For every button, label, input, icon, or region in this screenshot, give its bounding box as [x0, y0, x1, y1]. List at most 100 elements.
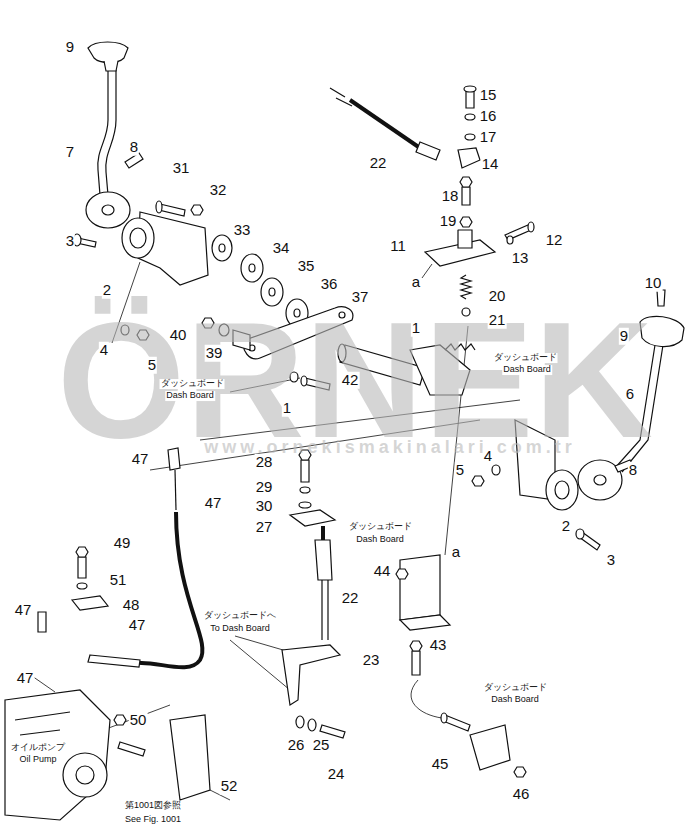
bracket: [282, 645, 340, 705]
callout-number: 21: [488, 312, 507, 329]
callout-number: 22: [341, 590, 360, 607]
bolt-head: [576, 529, 584, 539]
note: To Dash Board: [209, 624, 271, 634]
callout-number: 42: [341, 372, 360, 389]
pump-shaft: [76, 766, 94, 784]
lever-hub-hole: [594, 475, 606, 485]
bolt: [301, 460, 309, 482]
spring: [461, 275, 471, 299]
nut: [514, 767, 526, 777]
bracket: [72, 596, 108, 610]
callout-number: 37: [351, 289, 370, 306]
bracket-hole: [555, 481, 569, 499]
nut: [114, 715, 126, 725]
note: Dash Board: [165, 391, 215, 401]
note: ダッシュボード: [483, 683, 548, 693]
callout-number: 13: [511, 250, 530, 267]
lever: [106, 70, 116, 195]
callout-number: 49: [113, 535, 132, 552]
callout-number: 47: [131, 451, 150, 468]
bolt-head: [464, 86, 476, 92]
bolt-head: [76, 547, 88, 557]
callout-number: a: [411, 274, 421, 291]
washer-hole: [249, 264, 255, 272]
screw: [657, 290, 665, 306]
callout-number: 6: [625, 386, 635, 403]
callout-number: 30: [255, 498, 274, 515]
callout-number: 47: [128, 617, 147, 634]
cable-rod: [175, 470, 176, 510]
cable-rod: [330, 88, 352, 106]
callout-number: 47: [16, 670, 35, 687]
washer: [212, 235, 232, 261]
bolt: [462, 187, 470, 205]
callout-number: 28: [255, 454, 274, 471]
bracket-hole: [130, 228, 146, 248]
callout-number: 16: [479, 108, 498, 125]
bracket: [400, 555, 440, 620]
callout-number: 2: [561, 518, 571, 535]
callout-number: 50: [129, 712, 148, 729]
callout-number: 27: [255, 519, 274, 536]
callout-number: 36: [320, 276, 339, 293]
pin: [125, 153, 143, 168]
callout-number: 33: [233, 222, 252, 239]
washer: [308, 719, 316, 731]
callout-number: 5: [455, 462, 465, 479]
knob: [88, 42, 128, 63]
callout-number: 24: [327, 766, 346, 783]
callout-number: 25: [312, 737, 331, 754]
callout-number: 7: [65, 144, 75, 161]
washer: [300, 487, 310, 493]
note: ダッシュボード: [493, 353, 558, 363]
callout-number: 3: [606, 552, 616, 569]
cable-fitting: [315, 540, 332, 580]
callout-number: 4: [99, 342, 109, 359]
note: Dash Board: [490, 695, 540, 705]
callout-number: 46: [512, 786, 531, 803]
callout-number: 1: [411, 320, 421, 337]
callout-number: 48: [122, 597, 141, 614]
washer-hole: [219, 244, 225, 252]
bracket-flange: [400, 615, 450, 630]
callout-number: 2: [102, 282, 112, 299]
knob-neck: [104, 61, 118, 71]
washer: [465, 134, 475, 140]
bracket: [290, 510, 335, 526]
oil-pump: [5, 690, 110, 820]
callout-number: 31: [172, 160, 191, 177]
washer-hole: [269, 288, 275, 296]
note: ダッシュボード: [160, 379, 225, 389]
bolt-head: [410, 641, 422, 651]
callout-number: 12: [545, 232, 564, 249]
leader-line: [411, 680, 442, 718]
bolt: [466, 90, 474, 108]
callout-number: 8: [129, 139, 139, 156]
bolt-head: [528, 222, 534, 232]
callout-number: 19: [439, 213, 458, 230]
washer: [492, 465, 500, 475]
callout-number: 18: [441, 188, 460, 205]
nut: [460, 217, 472, 227]
callout-number: 9: [65, 39, 75, 56]
leader-line: [32, 676, 55, 692]
callout-number: 3: [65, 233, 75, 250]
note: ダッシュボード: [348, 522, 413, 532]
cable: [350, 100, 420, 148]
callout-number: a: [451, 544, 461, 561]
callout-number: 40: [169, 327, 188, 344]
callout-number: 34: [272, 240, 291, 257]
cable-fitting: [88, 655, 140, 667]
callout-number: 4: [483, 448, 493, 465]
cable-fitting: [416, 142, 440, 160]
washer: [77, 583, 87, 589]
callout-number: 20: [488, 288, 507, 305]
callout-number: 5: [147, 357, 157, 374]
plate: [170, 715, 210, 800]
bolt: [159, 204, 185, 216]
callout-number: 39: [205, 345, 224, 362]
bracket-post: [458, 230, 472, 248]
clip: [458, 148, 480, 168]
callout-number: 52: [220, 778, 239, 795]
